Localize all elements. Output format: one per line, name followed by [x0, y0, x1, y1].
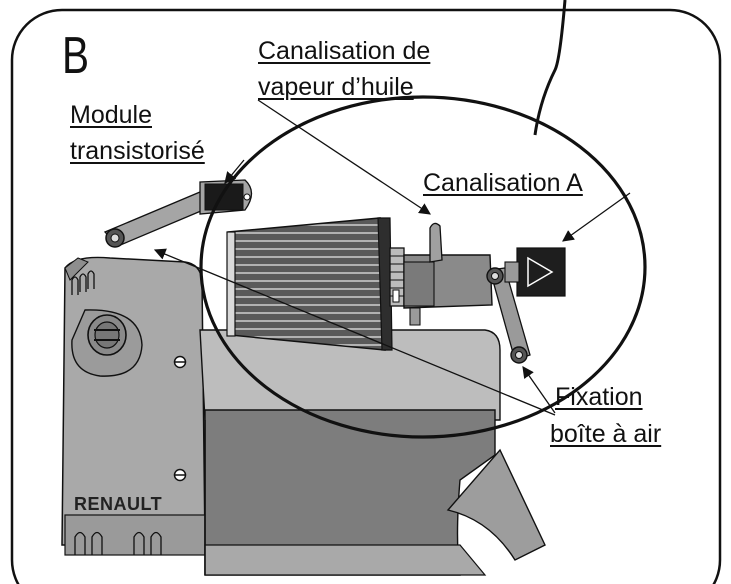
pipe-a-connector — [504, 247, 566, 297]
brand-label: RENAULT — [74, 494, 163, 514]
transistor-module — [204, 183, 244, 211]
panel-letter: B — [62, 27, 90, 85]
label-module-line-2: transistorisé — [70, 137, 205, 165]
engine-body — [199, 329, 546, 576]
leader-lines — [153, 99, 631, 416]
screw-icon — [173, 355, 187, 369]
label-oil-vapour-line-2: vapeur d’huile — [258, 73, 414, 101]
intake-tube — [403, 222, 493, 326]
hose-clamp — [389, 247, 405, 307]
label-airbox-line-2: boîte à air — [550, 420, 662, 448]
label-airbox-line-1: Fixation — [555, 383, 643, 411]
airbox-bracket — [486, 267, 531, 364]
screw-icon — [173, 468, 187, 482]
label-pipe-a: Canalisation A — [423, 169, 583, 197]
label-oil-vapour-line-1: Canalisation de — [258, 37, 431, 65]
label-module-line-1: Module — [70, 101, 152, 129]
highlight-ellipse — [199, 95, 647, 439]
air-filter — [226, 217, 393, 351]
cable — [533, 0, 567, 136]
